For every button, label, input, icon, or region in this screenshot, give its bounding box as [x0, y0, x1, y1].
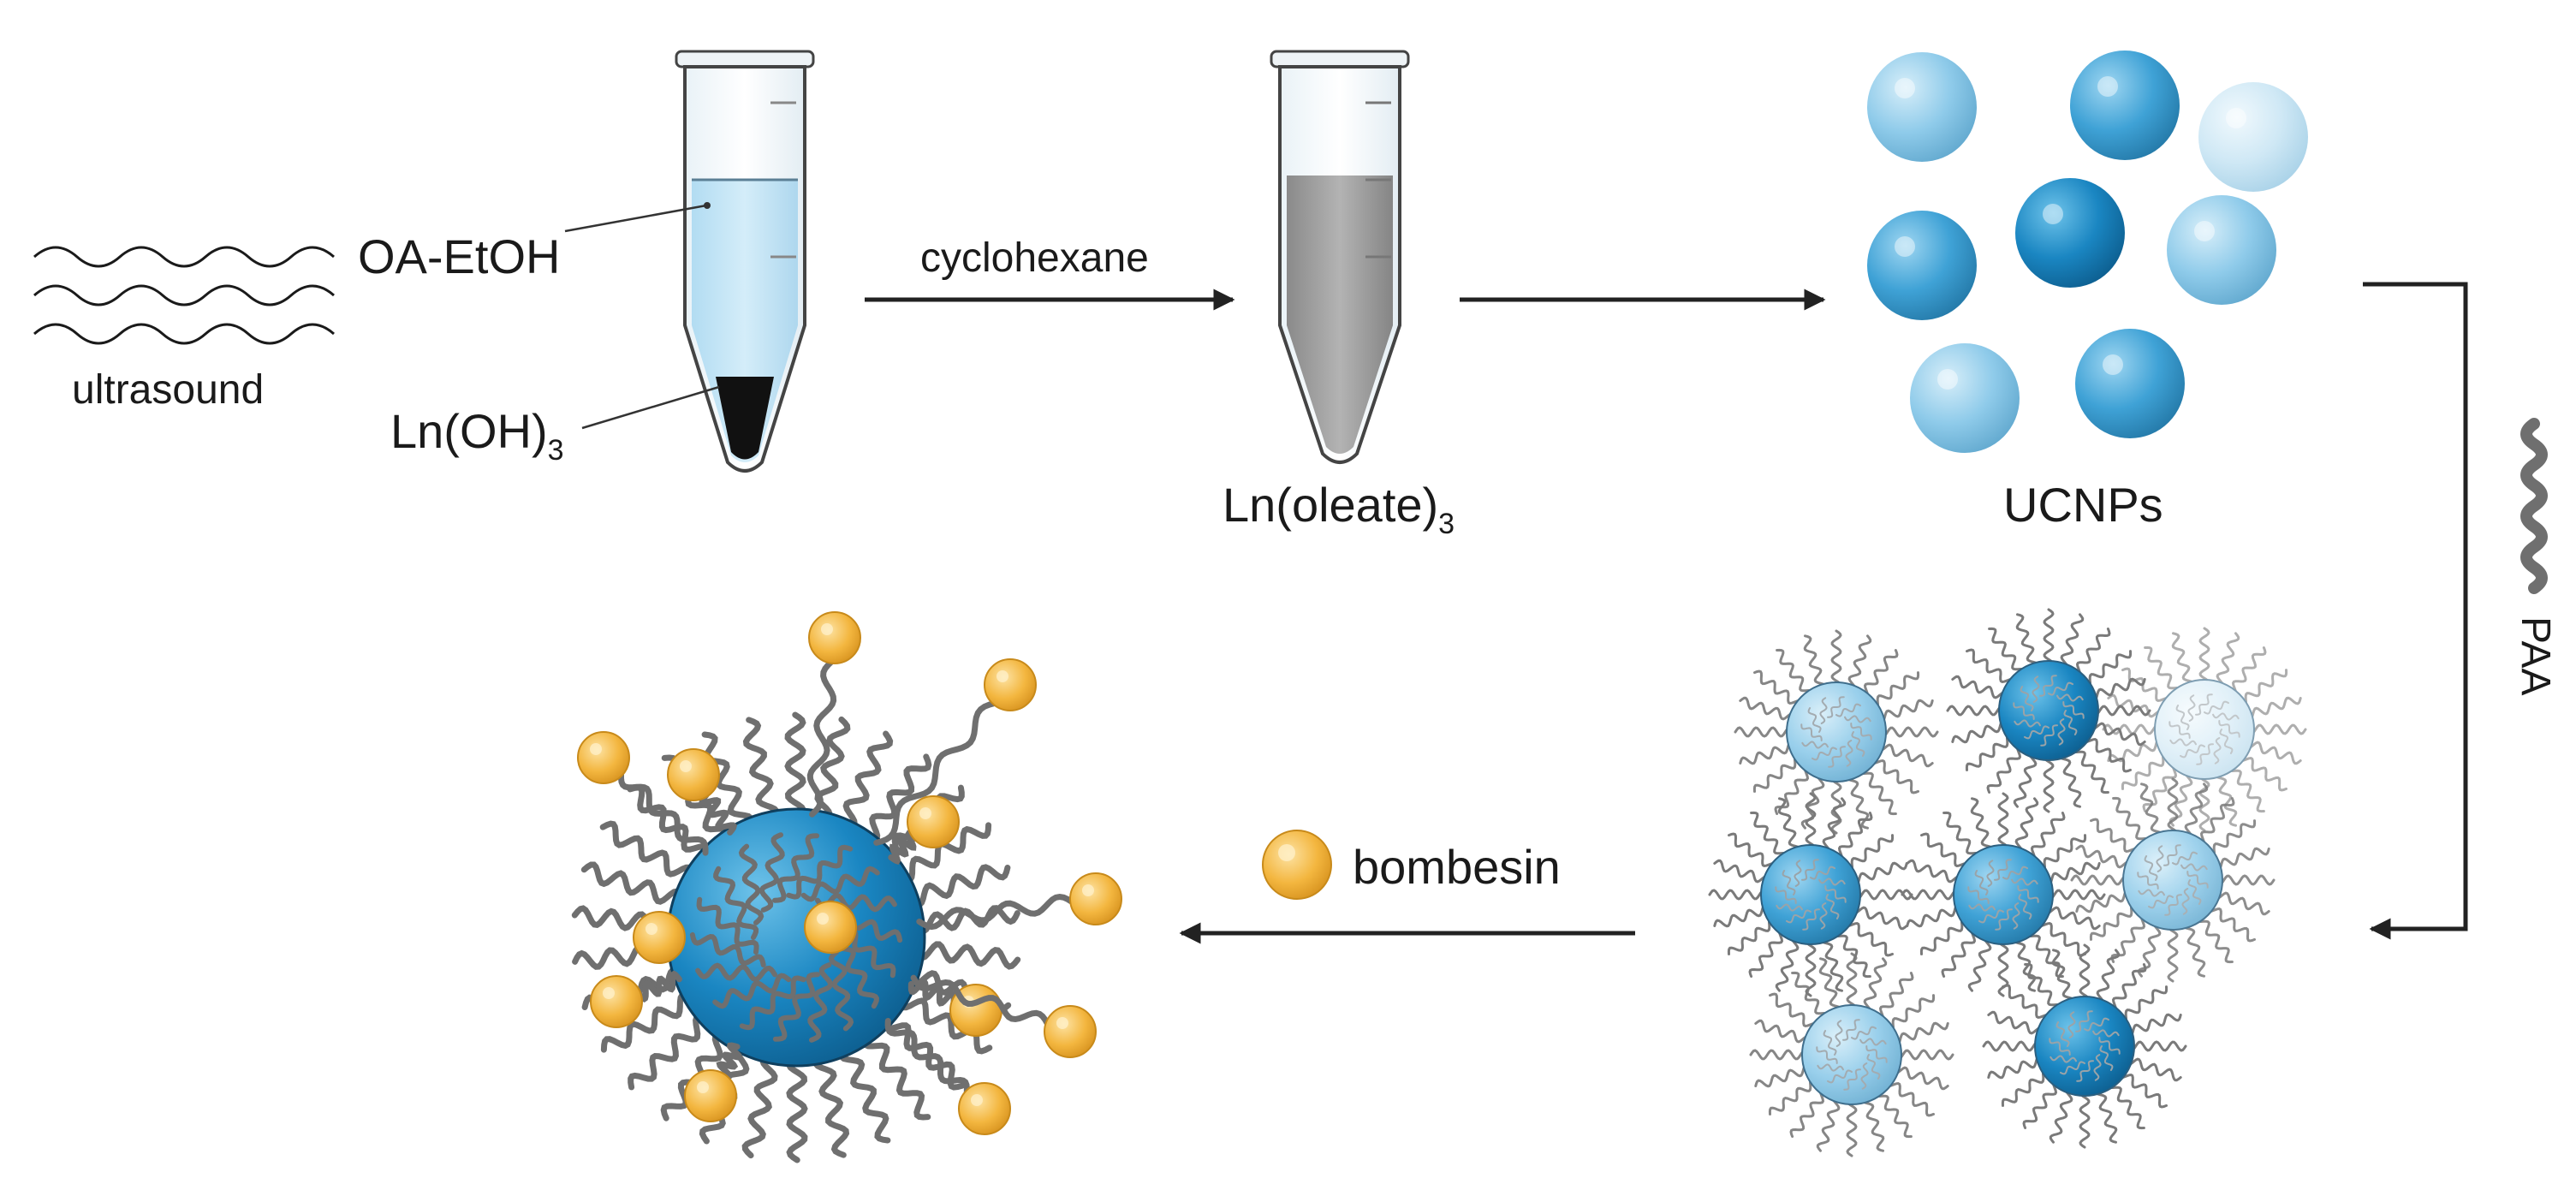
label-ln-oleate3: Ln(oleate)3	[1223, 478, 1455, 539]
bombesin-ball	[667, 748, 720, 801]
label-ln-oleate3-main: Ln(oleate)	[1223, 478, 1439, 532]
ultrasound-waves-icon	[33, 246, 335, 345]
paa-coated-ucnp	[1749, 952, 1954, 1157]
ucnp-particle	[1867, 211, 1977, 320]
label-oa-etoh: OA-EtOH	[358, 229, 561, 283]
ucnp-particle	[1867, 52, 1977, 162]
bombesin-ball	[684, 1069, 737, 1122]
paa-coated-ucnp	[2102, 627, 2307, 832]
bombesin-ball	[633, 911, 686, 964]
ucnp-particle	[1910, 343, 2020, 453]
label-cyclohexane: cyclohexane	[920, 235, 1149, 281]
label-ln-oh3: Ln(OH)3	[390, 408, 564, 466]
paa-coated-ucnp	[1982, 943, 2187, 1149]
bombesin-ball	[984, 658, 1037, 711]
label-ucnps: UCNPs	[2003, 478, 2163, 532]
bombesin-ball	[907, 795, 960, 848]
label-paa: PAA	[2513, 616, 2558, 696]
label-ln-oh3-main: Ln(OH)	[390, 404, 548, 458]
tube-ln-oh3-icon	[675, 50, 815, 473]
ucnp-particle	[2198, 82, 2308, 192]
bombesin-ball	[804, 901, 857, 954]
ucnp-particle	[2075, 329, 2185, 438]
arrow-paa-coating	[2363, 282, 2468, 940]
paa-coated-ucnp	[1901, 792, 2106, 997]
ucnp-cluster	[1867, 51, 2308, 453]
label-ultrasound: ultrasound	[72, 367, 265, 413]
ucnp-particle	[2015, 178, 2125, 288]
bombesin-ball	[1044, 1005, 1097, 1058]
bombesin-ball	[1069, 872, 1122, 925]
label-ln-oh3-sub: 3	[547, 434, 564, 467]
bombesin-conjugated-ucnp	[571, 611, 1122, 1163]
ucnp-particle	[2167, 195, 2276, 305]
bombesin-ball	[958, 1082, 1011, 1135]
paa-coated-ucnp	[1734, 629, 1939, 835]
paa-coated-ucnp	[1708, 792, 1913, 997]
bombesin-ball	[577, 731, 630, 784]
label-leader-lines	[564, 204, 720, 430]
bombesin-ball	[808, 611, 861, 664]
paa-coated-ucnp-cluster	[1708, 608, 2307, 1157]
bombesin-ball	[590, 975, 643, 1028]
tube-ln-oleate3-icon	[1270, 50, 1410, 464]
label-bombesin: bombesin	[1353, 840, 1561, 894]
bombesin-icon	[1262, 830, 1332, 900]
label-ln-oleate3-sub: 3	[1438, 508, 1455, 540]
ucnp-particle	[2070, 51, 2180, 160]
paa-coated-ucnp	[1946, 608, 2151, 813]
paa-coated-ucnp	[2070, 777, 2276, 983]
paa-polymer-icon	[2520, 418, 2548, 594]
